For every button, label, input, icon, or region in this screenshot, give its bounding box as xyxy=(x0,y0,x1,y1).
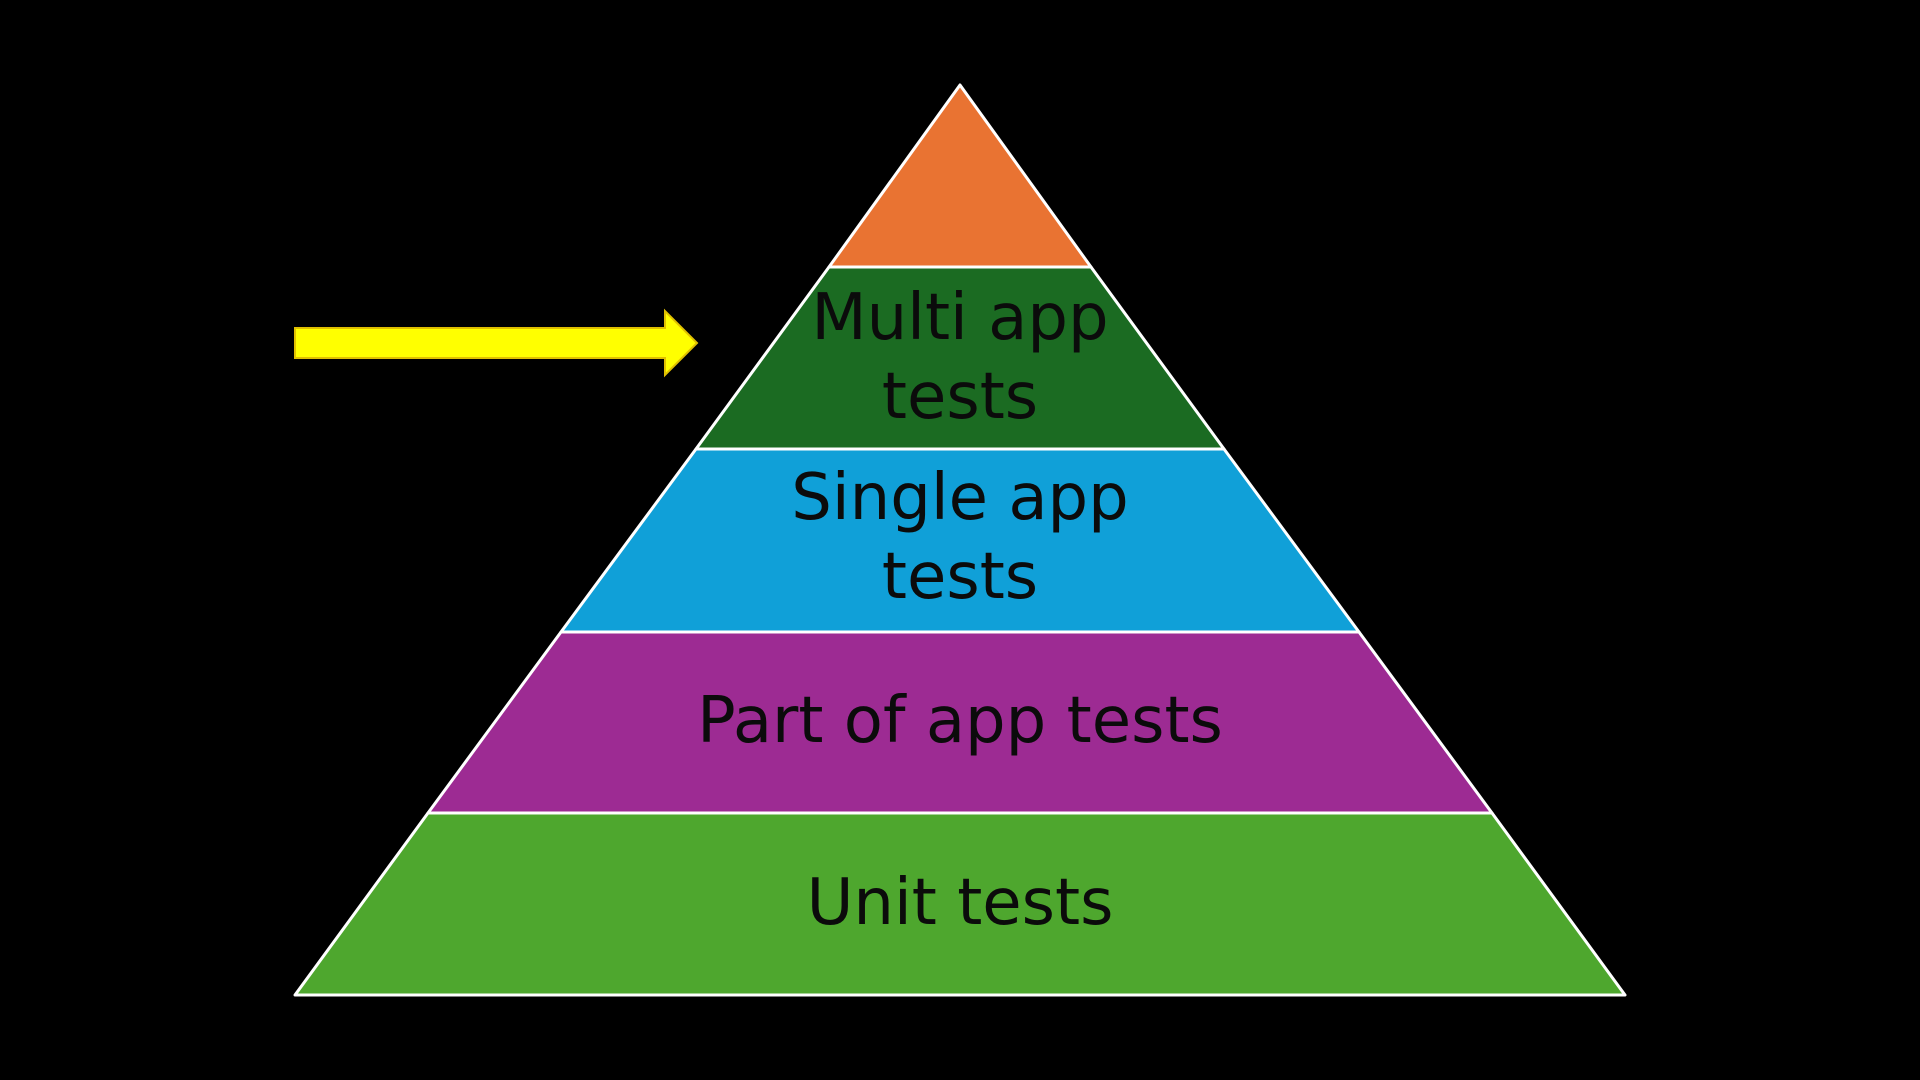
tier-label-part: Part of app tests xyxy=(697,684,1223,758)
tier-label-unit: Unit tests xyxy=(807,866,1114,940)
pyramid-tier-unit-tests xyxy=(293,811,1627,997)
tier-label-single-line-2: tests xyxy=(882,540,1038,614)
tier-label-single-line-1: Single app xyxy=(791,461,1129,535)
pyramid-tier-top xyxy=(827,83,1093,269)
tier-label-multi-line-1: Multi app xyxy=(811,281,1108,355)
highlight-arrow-icon xyxy=(294,308,699,378)
tier-label-multi-line-2: tests xyxy=(882,360,1038,434)
